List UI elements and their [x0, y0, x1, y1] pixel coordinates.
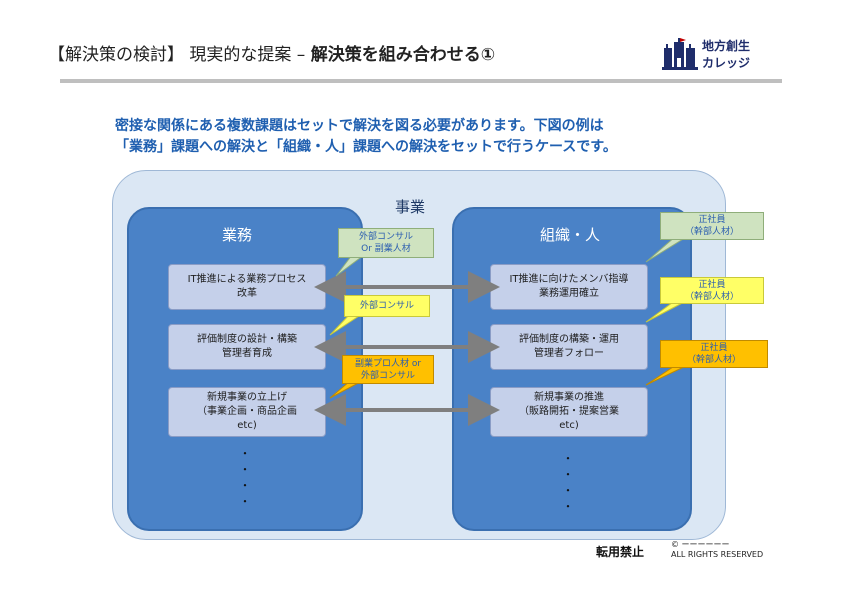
bubble-tail-2	[329, 313, 364, 336]
operations-item-it: IT推進による業務プロセス 改革	[168, 264, 326, 310]
title-plain: 【解決策の検討】 現実的な提案 –	[48, 45, 311, 65]
no-reuse-notice: 転用禁止	[596, 545, 645, 559]
bubble-consultant: 外部コンサル	[344, 295, 430, 317]
operations-more-dots: ・ ・ ・ ・	[239, 447, 251, 508]
bubble-employee-2: 正社員 （幹部人材）	[660, 277, 764, 304]
business-label: 事業	[395, 198, 426, 216]
page-title: 【解決策の検討】 現実的な提案 – 解決策を組み合わせる①	[48, 40, 495, 65]
operations-item-newbiz: 新規事業の立上げ （事業企画・商品企画 etc)	[168, 387, 326, 437]
operations-item-evaluation: 評価制度の設計・構築 管理者育成	[168, 324, 326, 370]
organization-item-it: IT推進に向けたメンバ指導 業務運用確立	[490, 264, 648, 310]
bubble-employee-3: 正社員 （幹部人材）	[660, 340, 768, 368]
header-divider	[60, 79, 782, 83]
bubble-tail-6	[645, 364, 689, 386]
organization-title: 組織・人	[540, 226, 601, 244]
logo-line1: 地方創生	[702, 39, 751, 53]
operations-title: 業務	[222, 226, 253, 244]
organization-item-newbiz: 新規事業の推進 （販路開拓・提案営業 etc)	[490, 387, 648, 437]
lead-text: 密接な関係にある複数課題はセットで解決を図る必要があります。下図の例は 「業務」…	[115, 116, 755, 158]
title-bold: 解決策を組み合わせる①	[310, 45, 496, 65]
bubble-consultant-or-sidejob: 外部コンサル Or 副業人材	[338, 228, 434, 258]
bubble-tail-1	[335, 254, 366, 277]
bubble-pro-or-consultant: 副業プロ人材 or 外部コンサル	[342, 355, 434, 384]
organization-item-evaluation: 評価制度の構築・運用 管理者フォロー	[490, 324, 648, 370]
lead-line2: 「業務」課題への解決と「組織・人」課題への解決をセットで行うケースです。	[115, 139, 617, 155]
copyright-text: © ーーーーーー ALL RIGHTS RESERVED	[671, 540, 764, 559]
logo-line2: カレッジ	[702, 56, 751, 70]
organization-more-dots: ・ ・ ・ ・	[562, 452, 574, 513]
lead-line1: 密接な関係にある複数課題はセットで解決を図る必要があります。下図の例は	[115, 118, 604, 134]
logo-text: 地方創生 カレッジ	[702, 38, 750, 72]
bubble-employee-1: 正社員 （幹部人材）	[660, 212, 764, 240]
castle-logo-icon	[662, 38, 698, 70]
